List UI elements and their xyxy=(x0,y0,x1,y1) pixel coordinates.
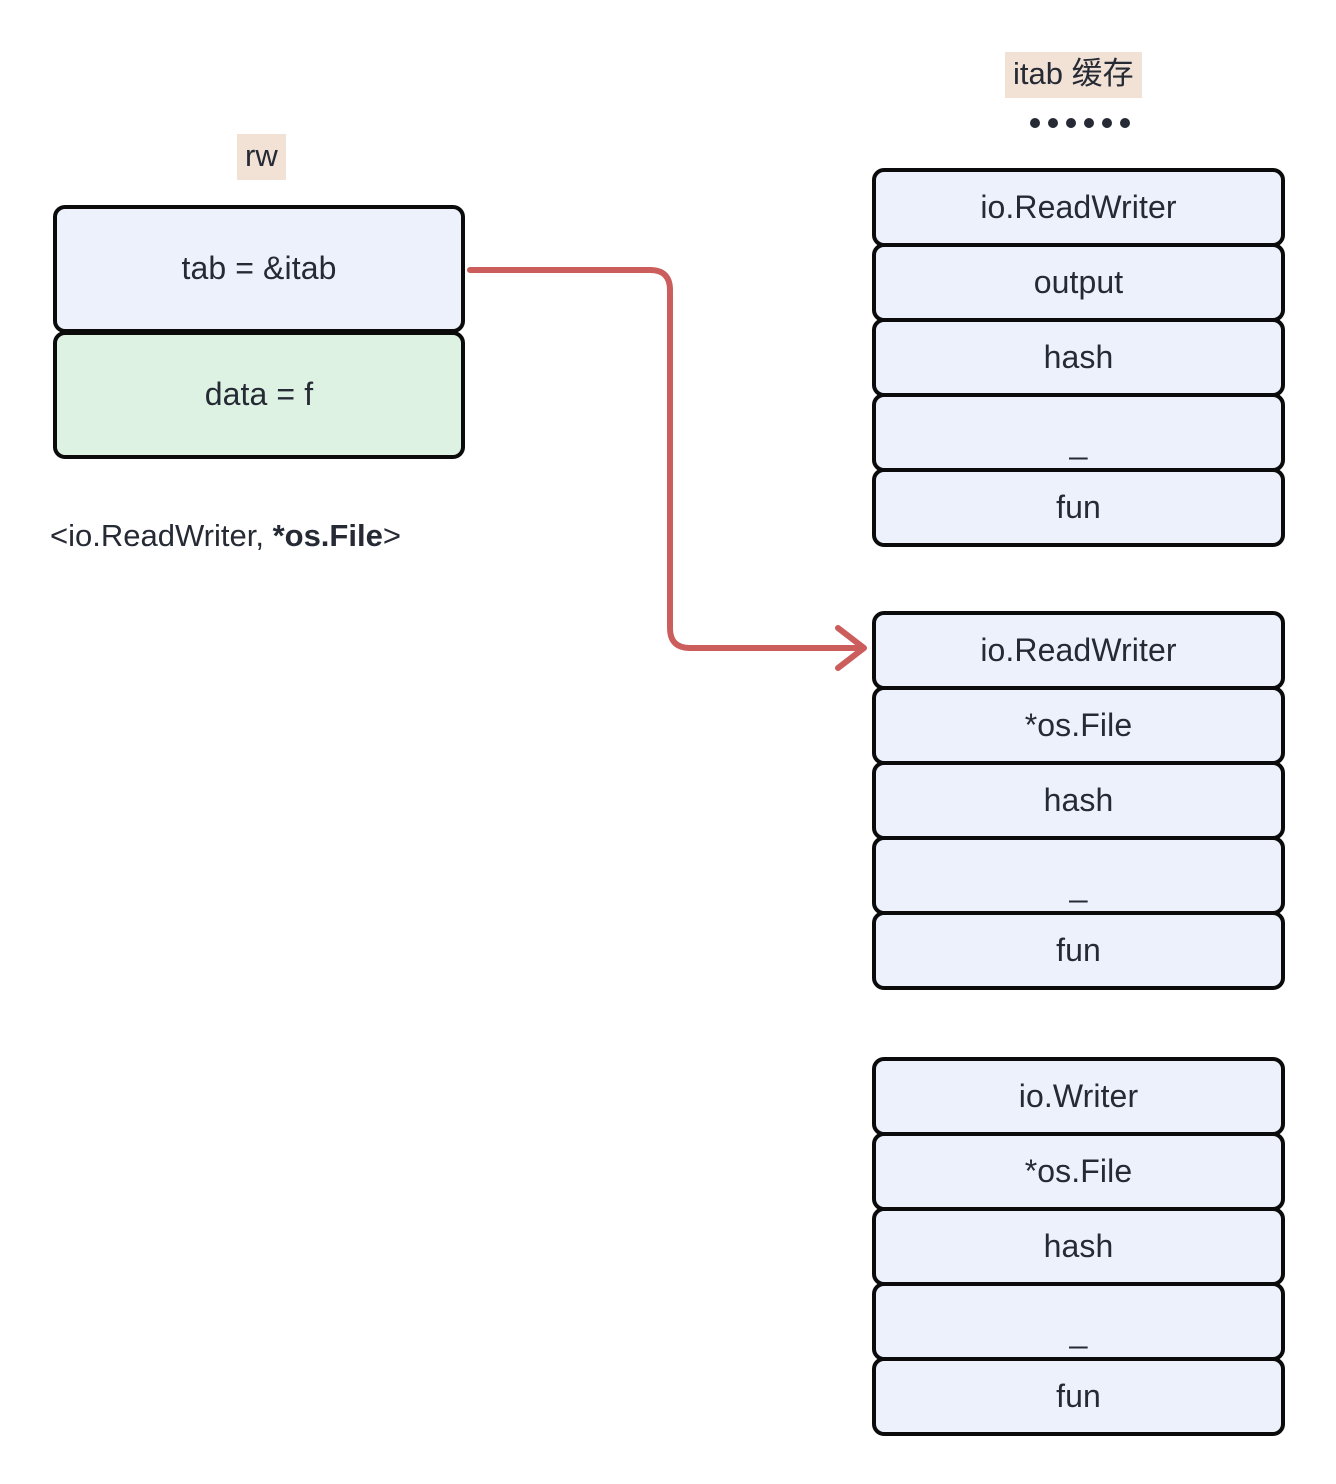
itab-row-text: _ xyxy=(1069,423,1088,460)
caption-bold: *os.File xyxy=(272,518,383,553)
dot-5 xyxy=(1102,118,1112,128)
iface-data-cell: data = f xyxy=(53,331,465,459)
itab-row-inter: io.ReadWriter xyxy=(872,168,1285,247)
dot-4 xyxy=(1084,118,1094,128)
arrow-path xyxy=(467,267,863,651)
itab-row-inter: io.ReadWriter xyxy=(872,611,1285,690)
itab-cache-title: itab 缓存 xyxy=(1005,52,1142,98)
itab-row-text: fun xyxy=(1056,1377,1101,1414)
ellipsis-dots xyxy=(1030,118,1130,128)
itab-row-inter: io.Writer xyxy=(872,1057,1285,1136)
iface-variable-label: rw xyxy=(237,134,286,180)
iface-tab-cell: tab = &itab xyxy=(53,205,465,333)
itab-row-text: hash xyxy=(1043,781,1114,818)
itab-row-text: hash xyxy=(1043,338,1114,375)
itab-row-text: _ xyxy=(1069,1312,1088,1349)
itab-row-text: _ xyxy=(1069,866,1088,903)
itab-row-text: *os.File xyxy=(1024,1152,1133,1189)
caption-suffix: > xyxy=(382,518,401,553)
itab-row-pad: _ xyxy=(872,1282,1285,1361)
itab-row-text: fun xyxy=(1056,931,1101,968)
iface-data-text: data = f xyxy=(204,376,314,412)
itab-row-text: fun xyxy=(1056,488,1101,525)
itab-row-text: io.ReadWriter xyxy=(980,188,1177,225)
itab-row-text: output xyxy=(1033,263,1124,300)
itab-row-hash: hash xyxy=(872,761,1285,840)
itab-row-text: *os.File xyxy=(1024,706,1133,743)
itab-row-hash: hash xyxy=(872,1207,1285,1286)
itab-row-type: output xyxy=(872,243,1285,322)
itab-row-pad: _ xyxy=(872,836,1285,915)
dot-2 xyxy=(1048,118,1058,128)
arrow-head-icon xyxy=(835,625,867,671)
itab-row-hash: hash xyxy=(872,318,1285,397)
dot-1 xyxy=(1030,118,1040,128)
itab-row-type: *os.File xyxy=(872,1132,1285,1211)
itab-row-text: io.ReadWriter xyxy=(980,631,1177,668)
iface-tab-text: tab = &itab xyxy=(181,250,337,286)
dot-6 xyxy=(1120,118,1130,128)
itab-row-pad: _ xyxy=(872,393,1285,472)
dot-3 xyxy=(1066,118,1076,128)
itab-row-fun: fun xyxy=(872,1357,1285,1436)
iface-type-caption: <io.ReadWriter, *os.File> xyxy=(50,518,401,554)
itab-row-fun: fun xyxy=(872,911,1285,990)
itab-row-type: *os.File xyxy=(872,686,1285,765)
itab-row-fun: fun xyxy=(872,468,1285,547)
itab-row-text: hash xyxy=(1043,1227,1114,1264)
itab-row-text: io.Writer xyxy=(1018,1077,1139,1114)
caption-prefix: <io.ReadWriter, xyxy=(50,518,273,553)
